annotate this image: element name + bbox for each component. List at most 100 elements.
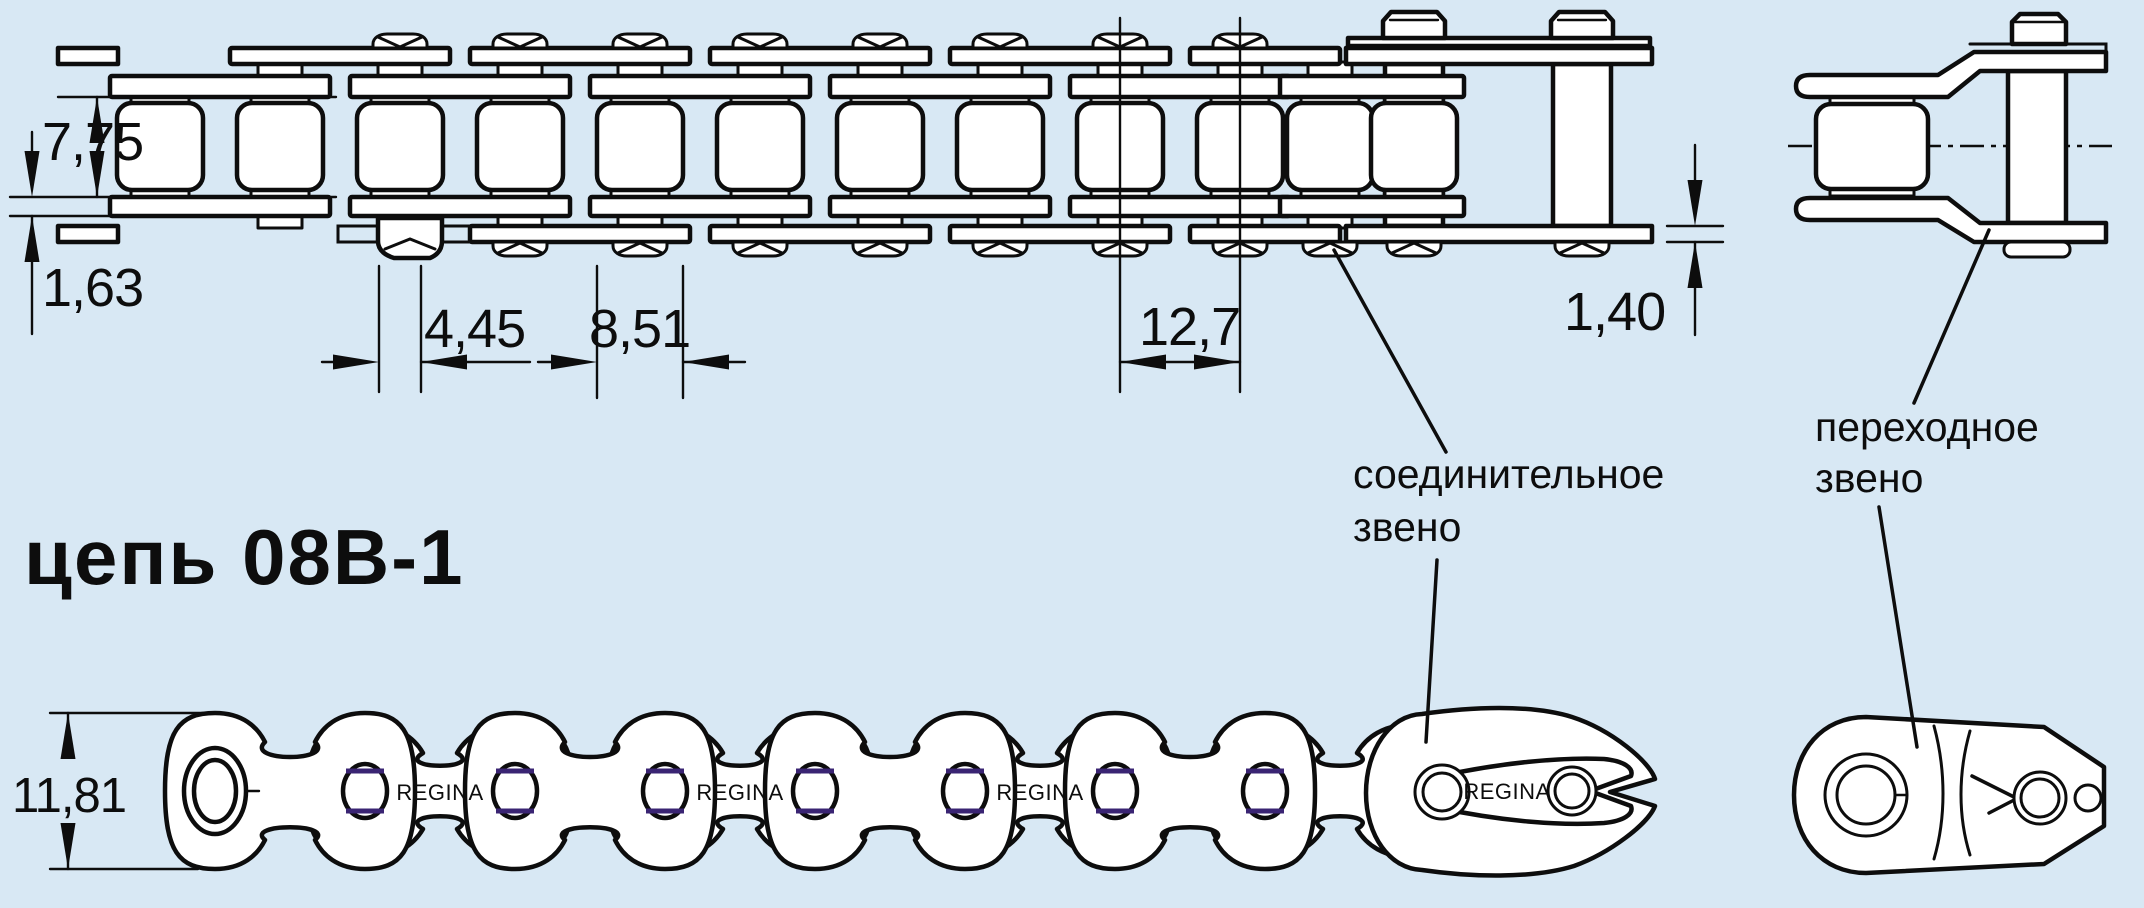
inner-plate-top — [1067, 73, 1293, 100]
transition-link-label-line1: переходное — [1815, 404, 2039, 450]
dimension-4-45: 4,45 — [320, 264, 532, 394]
plate-stub — [55, 223, 121, 245]
dimension-12-7: 12,7 — [1118, 297, 1242, 370]
pin-head-bottom — [1553, 240, 1611, 258]
dimension-11-81: 11,81 — [12, 711, 214, 871]
outer-plate-top — [947, 45, 1173, 67]
roller — [477, 96, 563, 197]
roller — [237, 96, 323, 197]
inner-plate-bottom — [827, 194, 1053, 219]
clip-pin-head-inner — [1421, 771, 1463, 813]
connecting-link-plan-view: REGINA — [1363, 705, 1658, 878]
leader-transition-link-top — [1912, 228, 1991, 405]
pin-head-bottom — [2002, 240, 2072, 259]
bend-line — [1932, 724, 1945, 861]
cotter-pin — [1970, 774, 2018, 815]
pin-head-top — [851, 32, 909, 50]
roller — [1813, 95, 1931, 198]
dimension-1-63: 1,63 — [8, 130, 232, 336]
pin-head-top — [971, 32, 1029, 50]
outer-plate-top — [1187, 45, 1343, 67]
pin-head-inner — [2019, 777, 2061, 819]
chain-plan-view — [162, 710, 1476, 872]
pin-head-bottom — [1385, 240, 1443, 258]
outer-plate-bottom — [467, 223, 693, 245]
pin-hole — [1090, 761, 1140, 821]
pin-cross-section — [1096, 768, 1134, 814]
pin-head-bottom — [491, 240, 549, 258]
outer-plate-bottom — [1187, 223, 1343, 245]
inner-plate-top — [347, 73, 573, 100]
pin-head-top — [731, 32, 789, 50]
pin-cross-section — [946, 768, 984, 814]
dim-label-roller-diameter: 8,51 — [589, 299, 690, 359]
clip-pin-head-inner — [1553, 772, 1591, 810]
pin-hole — [940, 761, 990, 821]
master-pin-shank — [1550, 61, 1614, 229]
pin-head-top — [491, 32, 549, 50]
sectioned-pin-chevron — [383, 237, 437, 251]
inner-plate-bottom — [347, 194, 573, 219]
roller — [957, 96, 1043, 197]
inner-plate-top — [1277, 73, 1467, 100]
brand-text: REGINA — [396, 780, 483, 805]
dimension-1-40: 1,40 — [1564, 143, 1725, 342]
offset-link-plan-view — [1791, 714, 2107, 876]
inner-plate-top — [827, 73, 1053, 100]
outer-plate-top — [227, 45, 453, 67]
roller — [837, 96, 923, 197]
pin-hole — [490, 761, 540, 821]
offset-link-side-view — [1788, 11, 2112, 259]
inner-plate-bottom — [587, 194, 813, 219]
dimension-8-51: 8,51 — [536, 264, 747, 400]
roller — [1371, 96, 1457, 197]
chain-side-view — [55, 12, 1655, 394]
pin-head-bottom — [731, 240, 789, 258]
transition-link-label-line2: звено — [1815, 455, 1923, 501]
pin-head-top — [371, 32, 429, 50]
master-outer-plate-top — [1343, 45, 1655, 67]
pin-shank — [2005, 68, 2069, 226]
connecting-link-label-line1: соединительное — [1353, 451, 1664, 497]
page-title: цепь 08B-1 — [24, 513, 465, 601]
brand-text: REGINA — [1463, 779, 1550, 804]
brand-text: REGINA — [996, 780, 1083, 805]
outer-plate-bottom — [947, 223, 1173, 245]
inner-plate-bottom — [1067, 194, 1293, 219]
dim-label-plate-height: 11,81 — [12, 769, 126, 823]
pin-head-bottom — [851, 240, 909, 258]
bend-line — [1959, 729, 1972, 857]
outer-plate-bottom — [707, 223, 933, 245]
outer-plate-top — [707, 45, 933, 67]
dim-label-pitch: 12,7 — [1139, 297, 1240, 357]
plate-stub — [55, 45, 121, 67]
pin-head-top — [611, 32, 669, 50]
pin-hole — [640, 761, 690, 821]
master-outer-plate-bottom — [1343, 223, 1655, 245]
pin-hole — [790, 761, 840, 821]
inner-plate-top — [587, 73, 813, 100]
leader-transition-link-bottom — [1877, 505, 1919, 749]
pin-head-bottom — [1301, 240, 1359, 258]
pin-cross-section — [646, 768, 684, 814]
dim-label-link-plate-thickness: 1,40 — [1564, 282, 1665, 342]
pin-cross-section — [1246, 768, 1284, 814]
roller — [357, 96, 443, 197]
cotter-eye — [2073, 783, 2103, 813]
inner-plate-top — [107, 73, 333, 100]
brand-text: REGINA — [696, 780, 783, 805]
roller-link-plate — [1062, 710, 1318, 872]
inner-plate-bottom — [1277, 194, 1467, 219]
dimension-7-75: 7,75 — [8, 95, 338, 199]
pin-head-top — [2009, 11, 2069, 47]
master-pin-head-top — [1383, 12, 1445, 38]
roller — [717, 96, 803, 197]
cranked-plate-top — [1793, 49, 2109, 100]
dim-label-plate-thickness: 1,63 — [42, 258, 143, 318]
outer-plate-top — [467, 45, 693, 67]
pin-hole — [340, 761, 390, 821]
leader-connecting-link-top — [1332, 248, 1448, 454]
dim-label-inner-width: 7,75 — [42, 112, 143, 172]
